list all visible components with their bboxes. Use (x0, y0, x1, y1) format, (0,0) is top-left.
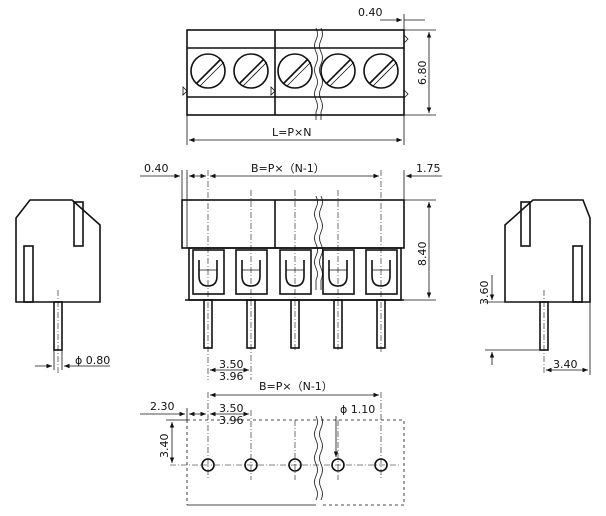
front-view: 0.40 B=P×（N-1） 1.75 8.40 3.50 3.96 (140, 162, 442, 383)
dim-top-gap: 0.40 (358, 6, 383, 19)
dim-pcb-pitch-b: 3.96 (219, 414, 244, 427)
dim-right-pin-offset: 3.40 (553, 358, 578, 371)
top-view: 0.40 6.80 L=P×N (182, 6, 436, 145)
dim-pcb-left-offset: 2.30 (150, 400, 175, 413)
dim-pcb-hole-diameter: ϕ 1.10 (340, 403, 375, 416)
dim-pin-pitch-a: 3.50 (219, 358, 244, 371)
right-side-view: 3.60 3.40 (478, 199, 591, 375)
screw-heads (190, 53, 399, 89)
dim-pcb-pitch-a: 3.50 (219, 402, 244, 415)
dim-pcb-vertical-offset: 3.40 (158, 434, 171, 459)
dim-front-span: B=P×（N-1） (251, 162, 325, 175)
pcb-layout: B=P×（N-1） 2.30 3.50 3.96 ϕ 1.10 3.40 (140, 380, 405, 506)
dim-left-pin-diameter: ϕ 0.80 (75, 354, 110, 367)
dim-pcb-span: B=P×（N-1） (259, 380, 333, 393)
dim-front-left-gap: 0.40 (144, 162, 169, 175)
dim-total-length: L=P×N (272, 126, 311, 139)
pins (203, 299, 386, 349)
dim-top-height: 6.80 (416, 61, 429, 86)
dim-front-right-offset: 1.75 (416, 162, 441, 175)
dim-pin-pitch-b: 3.96 (219, 370, 244, 383)
dim-front-height: 8.40 (416, 242, 429, 267)
dim-right-pin-height: 3.60 (478, 281, 491, 306)
left-side-view: ϕ 0.80 (15, 199, 110, 375)
